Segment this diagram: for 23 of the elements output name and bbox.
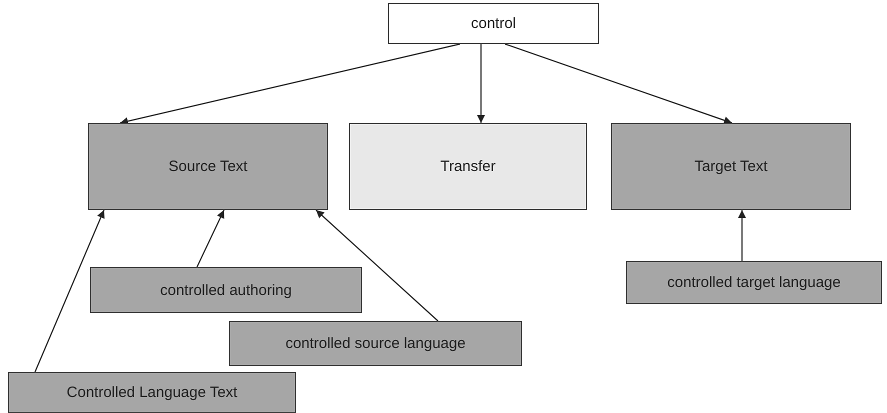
box-label: Transfer bbox=[440, 158, 496, 175]
process-box bbox=[388, 3, 599, 44]
process-box bbox=[88, 123, 328, 210]
box-label: Target Text bbox=[694, 158, 768, 175]
process-box bbox=[8, 372, 296, 413]
arrow bbox=[738, 210, 746, 261]
process-box bbox=[626, 261, 882, 304]
arrow bbox=[196, 210, 225, 268]
arrow bbox=[504, 43, 732, 124]
box-label: controlled target language bbox=[667, 274, 841, 291]
box-label: control bbox=[470, 15, 516, 32]
box-label: Source Text bbox=[168, 158, 248, 175]
box-label: controlled source language bbox=[285, 335, 466, 352]
arrow bbox=[316, 210, 438, 322]
arrow bbox=[34, 210, 105, 372]
process-box bbox=[349, 123, 587, 210]
process-box bbox=[611, 123, 851, 210]
box-label: controlled authoring bbox=[160, 282, 292, 298]
arrow bbox=[120, 43, 460, 126]
arrow bbox=[477, 44, 485, 123]
box-label: Controlled Language Text bbox=[66, 384, 238, 401]
process-box bbox=[90, 267, 362, 313]
process-box bbox=[229, 321, 522, 366]
